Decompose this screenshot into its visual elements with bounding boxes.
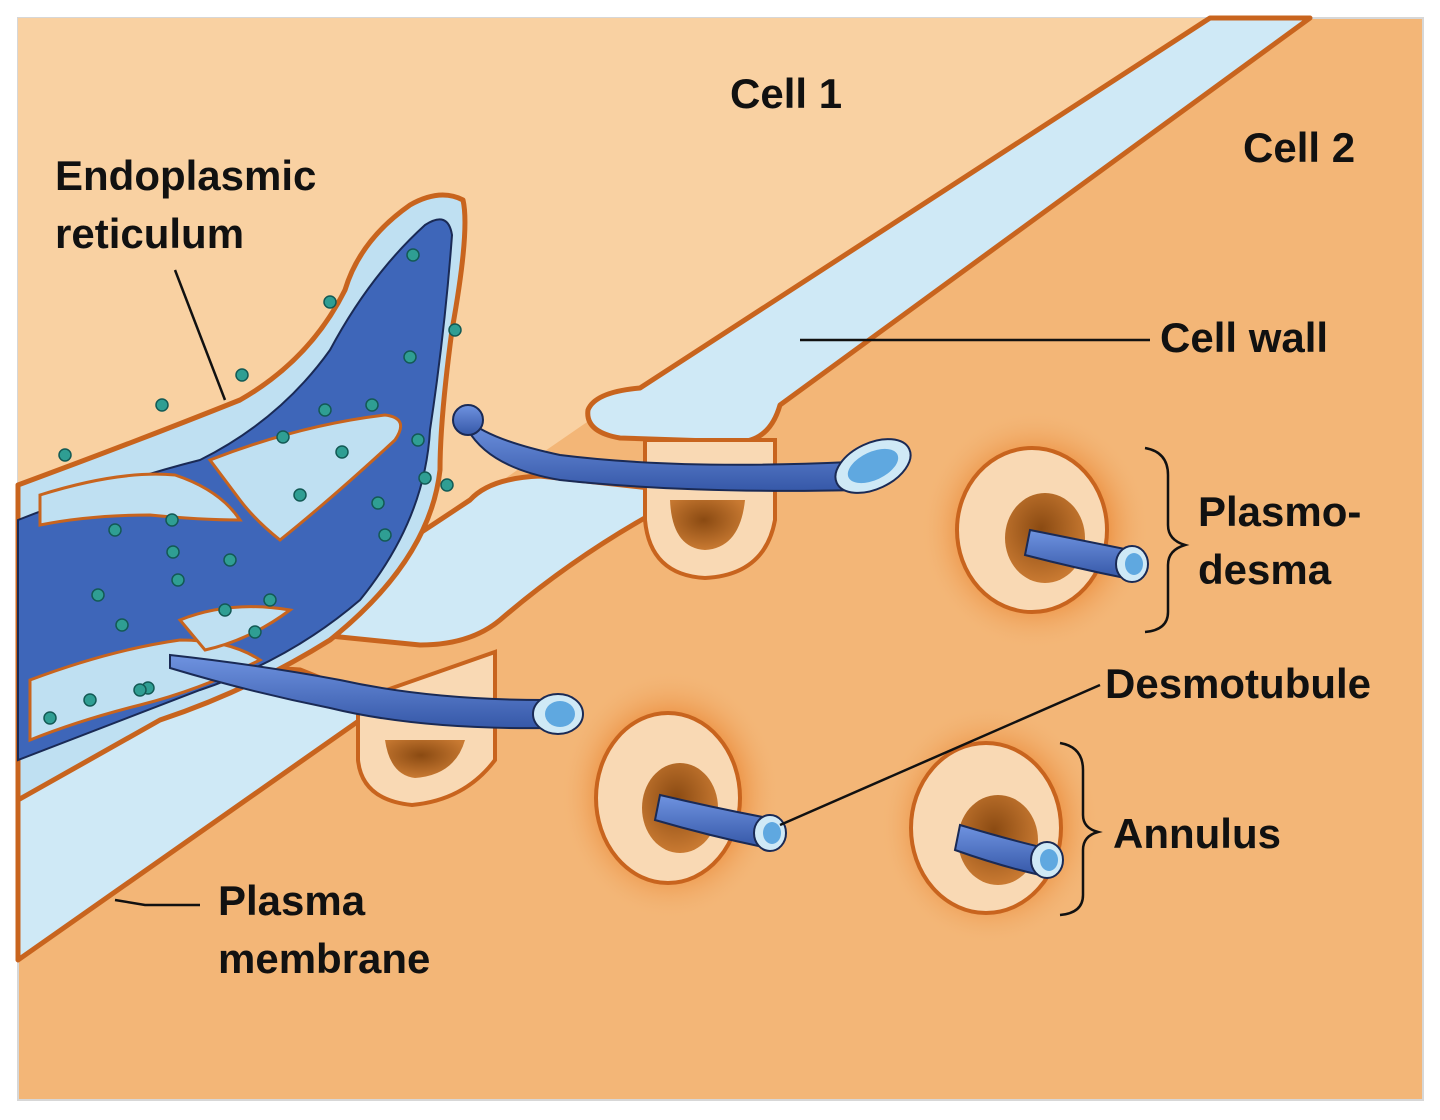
- ribosome: [58, 448, 72, 462]
- desmotubule-face-lumen: [1125, 553, 1143, 575]
- ribosome: [263, 593, 277, 607]
- label-cell2: Cell 2: [1243, 124, 1355, 171]
- desmotubules-side: [169, 404, 912, 735]
- leaders: [114, 269, 1190, 917]
- ribosome: [133, 683, 147, 697]
- ribosome: [293, 488, 307, 502]
- er-fold-4: [177, 605, 294, 652]
- ribosome: [323, 295, 337, 309]
- leader-er: [173, 269, 227, 401]
- ribosome: [115, 618, 129, 632]
- ribosome: [248, 625, 262, 639]
- channel-upper-inner: [670, 500, 745, 550]
- label-annulus: Annulus: [1113, 810, 1281, 857]
- ribosome: [218, 603, 232, 617]
- leader-desmotubule: [779, 683, 1101, 827]
- ribosome: [318, 403, 332, 417]
- leader-plasma-membrane: [114, 898, 200, 907]
- ribosome: [403, 350, 417, 364]
- label-cell1: Cell 1: [730, 70, 842, 117]
- label-plasmodesma-line1: Plasmo-: [1198, 488, 1361, 535]
- ribosome: [108, 523, 122, 537]
- label-desmotubule: Desmotubule: [1105, 660, 1371, 707]
- channel-lower-inner: [385, 740, 465, 778]
- label-pm-line2: membrane: [218, 935, 430, 982]
- ribosome: [276, 430, 290, 444]
- ribosome: [365, 398, 379, 412]
- desmotubule-upper-knob: [452, 404, 484, 436]
- plasmodesma-face-3: [880, 705, 1100, 945]
- label-pm-line1: Plasma: [218, 877, 366, 924]
- bracket-annulus: [1059, 741, 1103, 917]
- ribosome: [411, 433, 425, 447]
- desmotubule-upper-lumen: [847, 448, 899, 484]
- ribosome: [83, 693, 97, 707]
- bracket-plasmodesma: [1144, 446, 1190, 634]
- ribosome: [440, 478, 454, 492]
- ribosome: [235, 368, 249, 382]
- cell-wall-upper: [585, 15, 1313, 445]
- ribosome: [418, 471, 432, 485]
- ribosome: [155, 398, 169, 412]
- label-er-line1: Endoplasmic: [55, 152, 316, 199]
- labels: Cell 1 Cell 2 Endoplasmic reticulum Cell…: [55, 70, 1371, 982]
- ribosome: [335, 445, 349, 459]
- ribosomes: [43, 248, 462, 725]
- ribosome: [43, 711, 57, 725]
- plasmodesma-face-2: [560, 670, 787, 920]
- er-fold-1: [38, 472, 243, 527]
- ribosome: [165, 513, 179, 527]
- er-fold-2: [207, 413, 403, 542]
- label-er-line2: reticulum: [55, 210, 244, 257]
- ribosome: [448, 323, 462, 337]
- ribosome: [166, 545, 180, 559]
- desmotubule-lower-lumen: [545, 701, 575, 727]
- plasmodesma-face-1: [920, 410, 1150, 650]
- ribosome: [378, 528, 392, 542]
- label-cell-wall: Cell wall: [1160, 314, 1328, 361]
- ribosome: [406, 248, 420, 262]
- ribosome: [91, 588, 105, 602]
- ribosome: [171, 573, 185, 587]
- ribosome: [223, 553, 237, 567]
- desmotubule-face-lumen: [1040, 849, 1058, 871]
- desmotubule-face-lumen: [763, 822, 781, 844]
- label-plasmodesma-line2: desma: [1198, 546, 1332, 593]
- ribosome: [371, 496, 385, 510]
